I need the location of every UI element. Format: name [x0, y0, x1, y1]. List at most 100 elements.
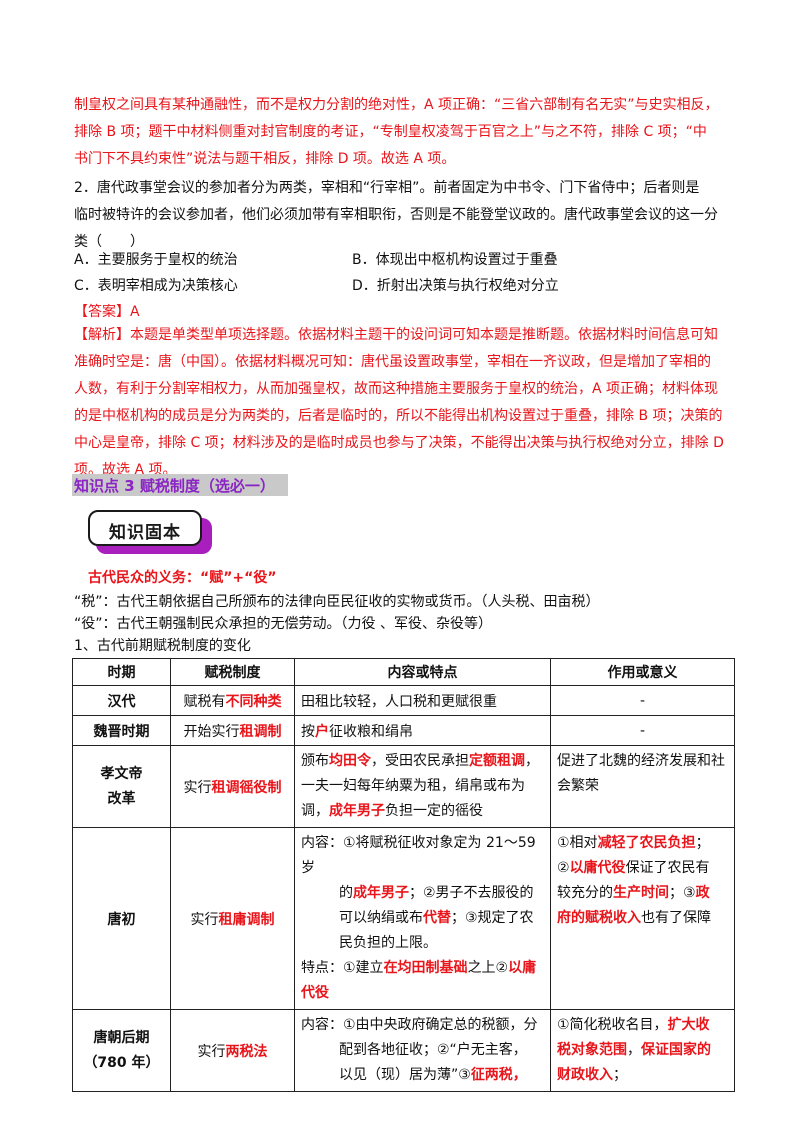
content-line: 的成年男子；②男子不去服役的	[301, 881, 544, 906]
text-line: 类（ ）	[74, 234, 144, 250]
effect-text: ；	[695, 835, 710, 851]
content-line: 代役	[301, 985, 329, 1001]
knowledge-badge: 知识固本	[88, 510, 216, 558]
effect-highlight: 减轻了农民负担	[597, 835, 696, 851]
tax-definition: “税”：古代王朝依据自己所颁布的法律向臣民征收的实物或货币。（人头税、田亩税）	[74, 594, 600, 610]
knowledge-point-title: 知识点 3 赋税制度（选必一）	[74, 477, 275, 495]
content-cell: 内容：①将赋税征收对象定为 21～59 岁 的成年男子；②男子不去服役的 可以纳…	[294, 827, 551, 1010]
content-cell: 内容：①由中央政府确定总的税额，分 配到各地征收；②“户无主客， 以见（现）居为…	[294, 1009, 551, 1092]
labor-definition: “役”：古代王朝强制民众承担的无偿劳动。（力役 、军役、杂役等）	[74, 616, 492, 632]
content-text: 可以纳绢或布	[339, 910, 423, 926]
text-line: 的是中枢机构的成员是分为两类的，后者是临时的，所以不能得出机构设置过于重叠，排除…	[74, 408, 723, 424]
content-highlight: 在均田制基础	[383, 960, 468, 976]
system-highlight: 不同种类	[225, 693, 282, 710]
content-highlight: 户	[315, 723, 329, 740]
period-cell: 孝文帝改革	[72, 745, 171, 828]
effect-highlight: 税对象范围	[557, 1042, 627, 1058]
content-highlight: 成年男子	[329, 803, 385, 819]
system-highlight: 租调制	[239, 723, 282, 740]
content-highlight: 成年男子	[353, 885, 409, 901]
header-content: 内容或特点	[294, 658, 551, 686]
option-d: D．折射出决策与执行权绝对分立	[352, 278, 559, 294]
table-row: 魏晋时期 开始实行租调制 按户征收粮和绢帛 -	[72, 715, 735, 746]
text-line: 临时被特许的会议参加者，他们必须加带有宰相职衔，否则是不能登堂议政的。唐代政事堂…	[74, 207, 718, 223]
content-highlight: 定额租调	[469, 753, 525, 769]
content-text: 按	[301, 723, 315, 740]
text-line: 书门下不具约束性”说法与题干相反，排除 D 项。故选 A 项。	[74, 151, 456, 167]
period-cell: 魏晋时期	[72, 715, 171, 746]
effect-highlight: 生产时间	[613, 885, 669, 901]
effect-text: 较充分的	[557, 885, 613, 901]
header-effect: 作用或意义	[550, 658, 735, 686]
effect-text: ，	[627, 1042, 641, 1058]
effect-cell: -	[550, 685, 735, 716]
tax-system-table: 时期 赋税制度 内容或特点 作用或意义 汉代 赋税有不同种类 田租比较轻，人口税…	[72, 658, 735, 1092]
system-cell: 实行两税法	[170, 1009, 295, 1092]
content-text: 调，	[301, 803, 329, 819]
content-text: 负担一定的徭役	[385, 803, 483, 819]
content-highlight: 均田令	[329, 753, 371, 769]
content-text: ；②男子不去服役的	[409, 885, 534, 901]
effect-highlight: 以庸代役	[569, 860, 626, 876]
system-text: 实行	[190, 911, 219, 928]
content-text: ；③规定了农	[451, 910, 534, 926]
header-period: 时期	[72, 658, 171, 686]
content-line: 民负担的上限。	[339, 935, 437, 951]
effect-highlight: 扩大收	[667, 1017, 710, 1033]
effect-line: 财政收入；	[557, 1063, 728, 1088]
system-text: 赋税有	[183, 693, 226, 710]
effect-cell: 促进了北魏的经济发展和社会繁荣	[550, 745, 735, 828]
system-highlight: 两税法	[225, 1043, 268, 1060]
system-highlight: 租调徭役制	[211, 779, 282, 796]
effect-highlight: 保证国家的	[641, 1042, 711, 1058]
effect-line: 府的赋税收入也有了保障	[557, 906, 728, 931]
content-line: 配到各地征收；②“户无主客，	[339, 1042, 527, 1058]
table-row: 汉代 赋税有不同种类 田租比较轻，人口税和更赋很重 -	[72, 685, 735, 716]
period-line: （780 年）	[83, 1054, 160, 1071]
table-row: 唐初 实行租庸调制 内容：①将赋税征收对象定为 21～59 岁 的成年男子；②男…	[72, 827, 735, 1010]
table-row: 唐朝后期（780 年） 实行两税法 内容：①由中央政府确定总的税额，分 配到各地…	[72, 1009, 735, 1092]
table-title: 1、古代前期赋税制度的变化	[74, 638, 251, 654]
effect-highlight: 财政收入	[557, 1067, 613, 1083]
system-cell: 赋税有不同种类	[170, 685, 295, 716]
period-cell: 汉代	[72, 685, 171, 716]
badge-frame: 知识固本	[88, 510, 202, 546]
system-text: 实行	[183, 779, 212, 796]
effect-line: ①简化税收名目，扩大收	[557, 1013, 728, 1038]
system-cell: 实行租调徭役制	[170, 745, 295, 828]
option-c: C．表明宰相成为决策核心	[74, 278, 238, 294]
option-a: A．主要服务于皇权的统治	[74, 252, 238, 268]
content-line: 内容：①将赋税征收对象定为 21～59 岁	[301, 835, 536, 876]
question-2-stem: 2．唐代政事堂会议的参加者分为两类，宰相和“行宰相”。前者固定为中书令、门下省侍…	[74, 175, 734, 256]
text-line: 人数，有利于分割宰相权力，从而加强皇权，故而这种措施主要服务于皇权的统治，A 项…	[74, 381, 719, 397]
effect-text: ；③	[669, 885, 696, 901]
content-line: 颁布均田令，受田农民承担定额租调，	[301, 749, 544, 774]
content-line: 特点：①建立在均田制基础之上②以庸	[301, 956, 544, 981]
effect-line: 税对象范围，保证国家的	[557, 1038, 728, 1063]
answer-label: 【答案】A	[74, 304, 140, 320]
effect-line: ①相对减轻了农民负担；	[557, 831, 728, 856]
content-cell: 颁布均田令，受田农民承担定额租调， 一夫一妇每年纳粟为租，绢帛或布为 调，成年男…	[294, 745, 551, 828]
text-line: 【解析】本题是单类型单项选择题。依据材料主题干的设问词可知本题是推断题。依据材料…	[74, 327, 718, 343]
effect-highlight: 府的赋税收入	[557, 910, 641, 926]
content-line: 可以纳绢或布代替；③规定了农	[301, 906, 544, 931]
system-text: 实行	[197, 1043, 226, 1060]
duty-title: 古代民众的义务：“赋”+“役”	[88, 570, 277, 586]
content-cell: 田租比较轻，人口税和更赋很重	[294, 685, 551, 716]
effect-cell: ①简化税收名目，扩大收 税对象范围，保证国家的 财政收入；	[550, 1009, 735, 1092]
text-line: 排除 B 项；题干中材料侧重对封官制度的考证，“专制皇权凌驾于百官之上”与之不符…	[74, 124, 707, 140]
text-line: 2．唐代政事堂会议的参加者分为两类，宰相和“行宰相”。前者固定为中书令、门下省侍…	[74, 180, 700, 196]
content-cell: 按户征收粮和绢帛	[294, 715, 551, 746]
content-line: 一夫一妇每年纳粟为租，绢帛或布为	[301, 778, 525, 794]
table-row: 孝文帝改革 实行租调徭役制 颁布均田令，受田农民承担定额租调， 一夫一妇每年纳粟…	[72, 745, 735, 828]
analysis-paragraph: 【解析】本题是单类型单项选择题。依据材料主题干的设问词可知本题是推断题。依据材料…	[74, 322, 734, 484]
knowledge-point-header: 知识点 3 赋税制度（选必一）	[72, 474, 288, 496]
system-cell: 开始实行租调制	[170, 715, 295, 746]
effect-highlight: 政	[695, 885, 710, 901]
effect-text: ；	[613, 1067, 627, 1083]
badge-label: 知识固本	[109, 523, 181, 543]
period-line: 孝文帝	[100, 765, 143, 782]
content-highlight: 代替	[423, 910, 451, 926]
content-highlight: 以庸	[508, 960, 537, 976]
effect-line: ②以庸代役保证了农民有	[557, 856, 728, 881]
